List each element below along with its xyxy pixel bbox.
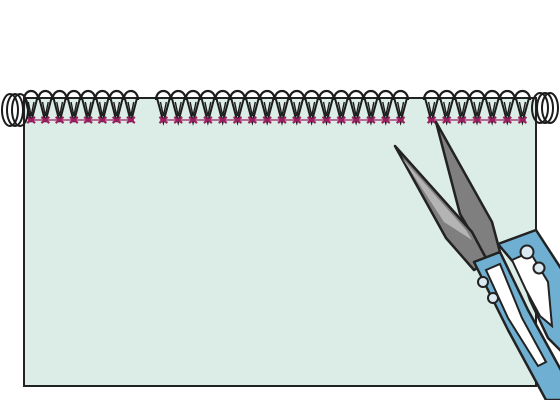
stitch-inner-leg xyxy=(233,101,242,117)
stitch-leg xyxy=(319,97,334,126)
thread-snips-icon xyxy=(393,120,560,400)
stitch-inner-leg xyxy=(98,101,106,117)
stitch-inner-leg xyxy=(204,101,212,117)
stitch-inner-leg xyxy=(352,101,360,117)
stitch-inner-leg xyxy=(41,101,49,117)
stitch-inner-leg xyxy=(322,101,331,117)
stitch-leg xyxy=(469,97,485,126)
stitch-leg xyxy=(123,97,138,123)
stitch-inner-leg xyxy=(127,101,135,117)
stitch-inner-leg xyxy=(293,101,301,117)
stitch-inner-leg xyxy=(70,101,78,117)
stitch-inner-leg xyxy=(427,101,436,117)
stitch-leg xyxy=(439,97,455,126)
stitch-inner-leg xyxy=(367,101,375,117)
stitch-inner-leg xyxy=(56,101,64,117)
stitch-leg xyxy=(393,97,408,126)
stitch-inner-leg xyxy=(307,101,316,117)
stitch-group xyxy=(1,89,140,127)
snips-rivet xyxy=(487,292,499,304)
thread-tail-curl xyxy=(531,92,549,124)
stitch-group xyxy=(154,89,410,126)
stitch-inner-leg xyxy=(488,101,496,117)
stitch-leg xyxy=(170,97,186,126)
stitch-inner-leg xyxy=(443,101,451,117)
stitch-group xyxy=(422,89,559,126)
thread-tail-curl xyxy=(11,93,29,127)
stitch-leg xyxy=(185,97,201,126)
snips-front-handle-slot xyxy=(484,262,548,368)
stitch-leg xyxy=(38,97,53,123)
stitch-inner-leg xyxy=(174,101,182,117)
thread-tail-curl xyxy=(6,93,24,127)
snips-rivet xyxy=(477,276,489,288)
stitch-leg xyxy=(200,97,216,126)
stitch-inner-leg xyxy=(396,101,405,117)
stitch-top-loop xyxy=(392,89,410,101)
stitch-inner-leg xyxy=(458,101,466,117)
stitch-leg xyxy=(333,97,349,126)
snips-blade-highlight xyxy=(402,158,472,240)
stitch-inner-leg xyxy=(278,101,286,117)
stitch-top-loop xyxy=(513,89,532,101)
stitch-leg xyxy=(244,97,260,126)
stitch-leg xyxy=(514,97,530,126)
stitch-leg xyxy=(81,97,96,123)
stitch-inner-leg xyxy=(248,101,257,117)
thread-tail-curl xyxy=(536,92,554,124)
stitch-inner-leg xyxy=(263,101,271,117)
stitch-leg xyxy=(215,97,231,126)
stitch-leg xyxy=(259,97,275,126)
stitch-leg xyxy=(499,97,515,126)
stitch-leg xyxy=(484,97,500,126)
stitch-inner-leg xyxy=(382,101,390,117)
stitch-inner-leg xyxy=(84,101,92,117)
stitch-leg xyxy=(378,97,394,126)
stitch-inner-leg xyxy=(113,101,121,117)
stitch-inner-leg xyxy=(518,101,527,117)
stitch-leg xyxy=(66,97,81,123)
stitch-leg xyxy=(424,97,440,126)
thread-tail-curl xyxy=(541,92,559,124)
stitch-leg xyxy=(289,97,305,126)
stitch-leg xyxy=(363,97,379,126)
stitch-leg xyxy=(230,97,245,126)
stitch-top-loop xyxy=(122,89,140,101)
stitch-leg xyxy=(454,97,470,126)
stitch-inner-leg xyxy=(27,101,35,117)
overlock-stitch-row xyxy=(1,89,559,127)
stitch-inner-leg xyxy=(473,101,481,117)
stitch-inner-leg xyxy=(219,101,227,117)
stitch-leg xyxy=(52,97,67,123)
stitch-leg xyxy=(156,97,171,126)
stitch-leg xyxy=(95,97,110,123)
snips-rivet xyxy=(532,261,546,275)
snips-rivet xyxy=(519,244,535,260)
stitch-inner-leg xyxy=(159,101,168,117)
stitch-leg xyxy=(304,97,320,126)
stitch-leg xyxy=(274,97,290,126)
stitch-inner-leg xyxy=(503,101,511,117)
stitch-leg xyxy=(109,97,124,123)
stitch-inner-leg xyxy=(189,101,197,117)
stitch-inner-leg xyxy=(337,101,345,117)
stitch-leg xyxy=(348,97,364,126)
thread-tail-curl xyxy=(1,93,19,127)
